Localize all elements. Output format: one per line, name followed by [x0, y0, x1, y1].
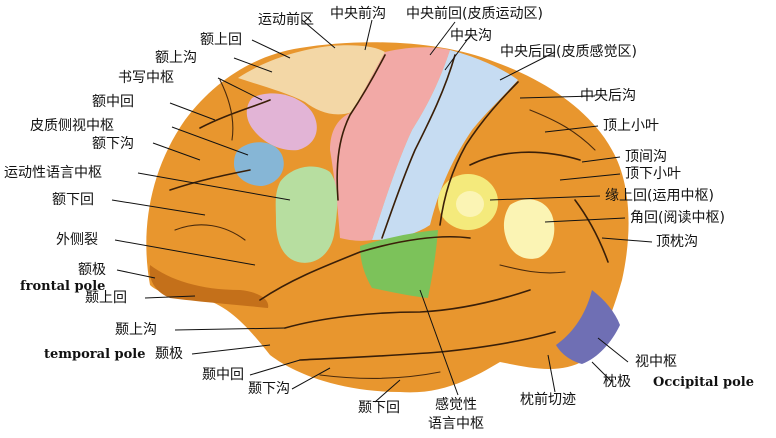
label-angular-gyrus: 角回(阅读中枢) — [630, 209, 725, 226]
label-middle-frontal-gyrus: 额中回 — [92, 94, 134, 110]
label-postcentral-sulcus: 中央后沟 — [580, 88, 636, 104]
label-superior-temporal-gyrus: 颞上回 — [85, 290, 127, 306]
label-premotor-area: 运动前区 — [258, 11, 314, 28]
label-lateral-gaze-center: 皮质侧视中枢 — [30, 118, 114, 134]
label-superior-frontal-sulcus: 额上沟 — [155, 50, 197, 66]
label-temporal-pole: 颞极 — [155, 346, 183, 362]
label-superior-parietal-lobule: 顶上小叶 — [603, 118, 659, 134]
label-sensory-speech-center-line2: 语言中枢 — [428, 416, 484, 432]
label-inferior-temporal-gyrus: 颞下回 — [358, 400, 400, 416]
supramarginal-inner — [456, 191, 484, 217]
label-occipital-pole-en: Occipital pole — [653, 375, 754, 390]
label-frontal-pole: 额极 — [78, 262, 106, 278]
label-middle-temporal-gyrus: 颞中回 — [202, 367, 244, 383]
label-superior-frontal-gyrus: 额上回 — [200, 32, 242, 48]
label-temporal-pole-en: temporal pole — [44, 347, 146, 362]
broca-area — [276, 167, 338, 263]
label-lateral-sulcus: 外侧裂 — [56, 232, 98, 248]
label-sensory-speech-center-line1: 感觉性 — [435, 396, 477, 413]
label-intraparietal-sulcus: 顶间沟 — [625, 149, 667, 165]
label-precentral-sulcus: 中央前沟 — [330, 5, 386, 22]
label-superior-temporal-sulcus: 颞上沟 — [115, 322, 157, 338]
label-writing-center: 书写中枢 — [118, 70, 174, 86]
label-supramarginal-gyrus: 缘上回(运用中枢) — [605, 188, 714, 204]
label-preoccipital-notch: 枕前切迹 — [520, 391, 576, 408]
label-inferior-frontal-gyrus: 额下回 — [52, 192, 94, 208]
label-motor-speech-center: 运动性语言中枢 — [4, 165, 102, 181]
label-inferior-frontal-sulcus: 额下沟 — [92, 136, 134, 152]
label-occipital-pole: 枕极 — [603, 374, 631, 390]
label-postcentral-gyrus: 中央后回(皮质感觉区) — [500, 43, 637, 60]
label-precentral-gyrus: 中央前回(皮质运动区) — [406, 5, 543, 22]
label-inferior-temporal-sulcus: 颞下沟 — [248, 381, 290, 397]
label-visual-center: 视中枢 — [635, 354, 677, 370]
label-central-sulcus: 中央沟 — [450, 28, 492, 44]
label-inferior-parietal-lobule: 顶下小叶 — [625, 166, 681, 182]
label-parieto-occipital-sulcus: 顶枕沟 — [656, 234, 698, 250]
